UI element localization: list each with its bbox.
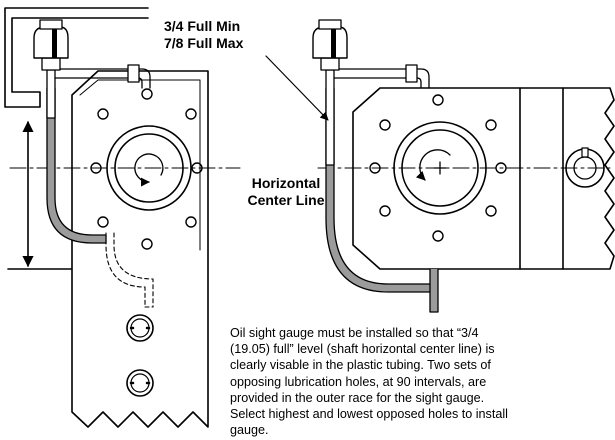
callout-line-2: 7/8 Full Max bbox=[164, 35, 244, 51]
right-breather-cap bbox=[312, 19, 348, 71]
right-vent-fitting bbox=[405, 64, 418, 83]
callout-bracket bbox=[4, 7, 149, 108]
note-line-1: Oil sight gauge must be installed so tha… bbox=[230, 326, 479, 340]
left-breather-cap bbox=[33, 19, 69, 71]
note-line-3: clearly visable in the plastic tubing. T… bbox=[230, 358, 491, 373]
left-bearing-housing bbox=[71, 70, 209, 428]
note-line-6: Select highest and lowest opposed holes … bbox=[230, 407, 508, 422]
note-line-2: (19.05) full” level (shaft horizontal ce… bbox=[230, 342, 495, 357]
left-drain-plugs bbox=[126, 314, 154, 397]
left-housing-inner-edge bbox=[79, 79, 201, 251]
right-bearing-housing bbox=[352, 87, 615, 270]
callout-leader-line bbox=[265, 55, 329, 121]
left-rotation-arrow bbox=[134, 153, 164, 187]
installation-note: Oil sight gauge must be installed so tha… bbox=[230, 325, 610, 438]
right-view bbox=[312, 19, 615, 313]
left-tube-clear-section bbox=[46, 69, 56, 119]
center-line-label-bg bbox=[245, 174, 325, 206]
right-rotation-arrow bbox=[415, 149, 451, 181]
right-drain-fitting bbox=[429, 268, 439, 313]
note-line-4: opposing lubrication holes, at 90 interv… bbox=[230, 374, 487, 389]
callout-line-1: 3/4 Full Min bbox=[164, 18, 240, 34]
left-view bbox=[4, 7, 241, 428]
note-line-7: gauge. bbox=[230, 423, 269, 438]
left-hidden-tube bbox=[105, 232, 154, 308]
left-vent-fitting bbox=[127, 64, 140, 83]
center-line-label-1: Horizontal bbox=[252, 175, 320, 191]
center-line-label-2: Center Line bbox=[247, 192, 324, 208]
note-line-5: provided in the outer race for the sight… bbox=[230, 390, 485, 405]
right-tube-clear-section bbox=[325, 69, 335, 166]
